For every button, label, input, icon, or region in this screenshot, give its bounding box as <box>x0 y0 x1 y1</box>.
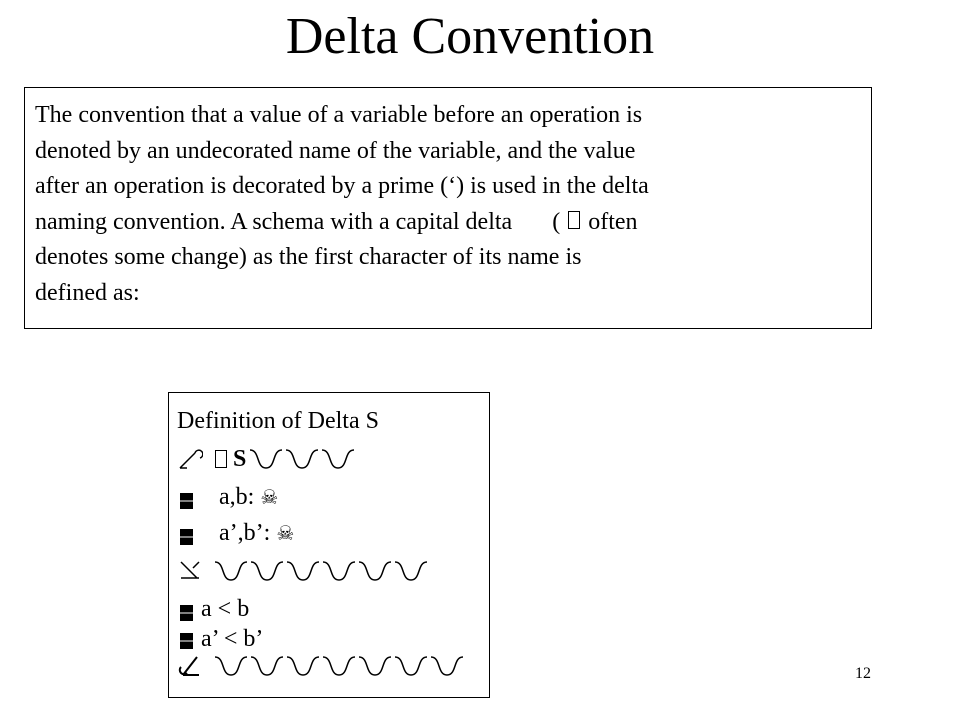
schema-divider-row <box>177 551 479 591</box>
square-bullet-icon <box>177 523 197 545</box>
schema-box: Definition of Delta S S a,b: ☠ a’,b’: ☠ <box>168 392 490 698</box>
schema-divider-icon <box>177 558 203 584</box>
definition-line-4-paren: ( <box>552 208 561 235</box>
delta-glyph-icon <box>568 210 581 229</box>
schema-decl-row-2: a’,b’: ☠ <box>177 515 479 551</box>
square-bullet-icon <box>177 599 197 621</box>
schema-pred-1: a < b <box>201 595 250 622</box>
definition-line-6: defined as: <box>35 279 140 306</box>
schema-bottom-corner-icon <box>177 653 203 679</box>
schema-bottom-rule-icon <box>214 656 464 676</box>
schema-pred-row-1: a < b <box>177 591 479 627</box>
natural-numbers-type-icon: ☠ <box>276 520 295 545</box>
schema-decl-1: a,b: <box>219 483 255 510</box>
schema-top-corner-icon <box>177 446 204 472</box>
page-number: 12 <box>855 665 871 682</box>
definition-line-4-end: often <box>588 208 638 235</box>
schema-name-row: S <box>177 439 479 479</box>
square-bullet-icon <box>177 487 197 509</box>
definition-line-4-start: naming convention. A schema with a capit… <box>35 208 513 235</box>
schema-pred-row-2: a’ < b’ <box>177 627 479 651</box>
schema-bottom-row <box>177 651 479 681</box>
schema-decl-2: a’,b’: <box>219 519 271 546</box>
slide-title: Delta Convention <box>285 8 655 65</box>
schema-top-rule-icon <box>250 449 355 469</box>
definition-line-1: The convention that a value of a variabl… <box>35 102 643 128</box>
schema-decl-row-1: a,b: ☠ <box>177 479 479 515</box>
definition-line-4: naming convention. A schema with a capit… <box>35 205 861 241</box>
schema-name: S <box>233 445 247 472</box>
definition-line-5: denotes some change) as the first charac… <box>35 244 582 270</box>
schema-pred-2: a’ < b’ <box>201 626 264 652</box>
definition-line-3: after an operation is decorated by a pri… <box>35 173 649 199</box>
square-bullet-icon <box>177 627 197 649</box>
schema-heading: Definition of Delta S <box>177 407 379 434</box>
natural-numbers-type-icon: ☠ <box>260 484 279 509</box>
schema-divider-rule-icon <box>214 561 428 581</box>
schema-heading-row: Definition of Delta S <box>177 403 479 439</box>
delta-glyph-icon <box>215 450 227 468</box>
definition-line-2: denoted by an undecorated name of the va… <box>35 137 636 164</box>
definition-box: The convention that a value of a variabl… <box>24 87 872 329</box>
